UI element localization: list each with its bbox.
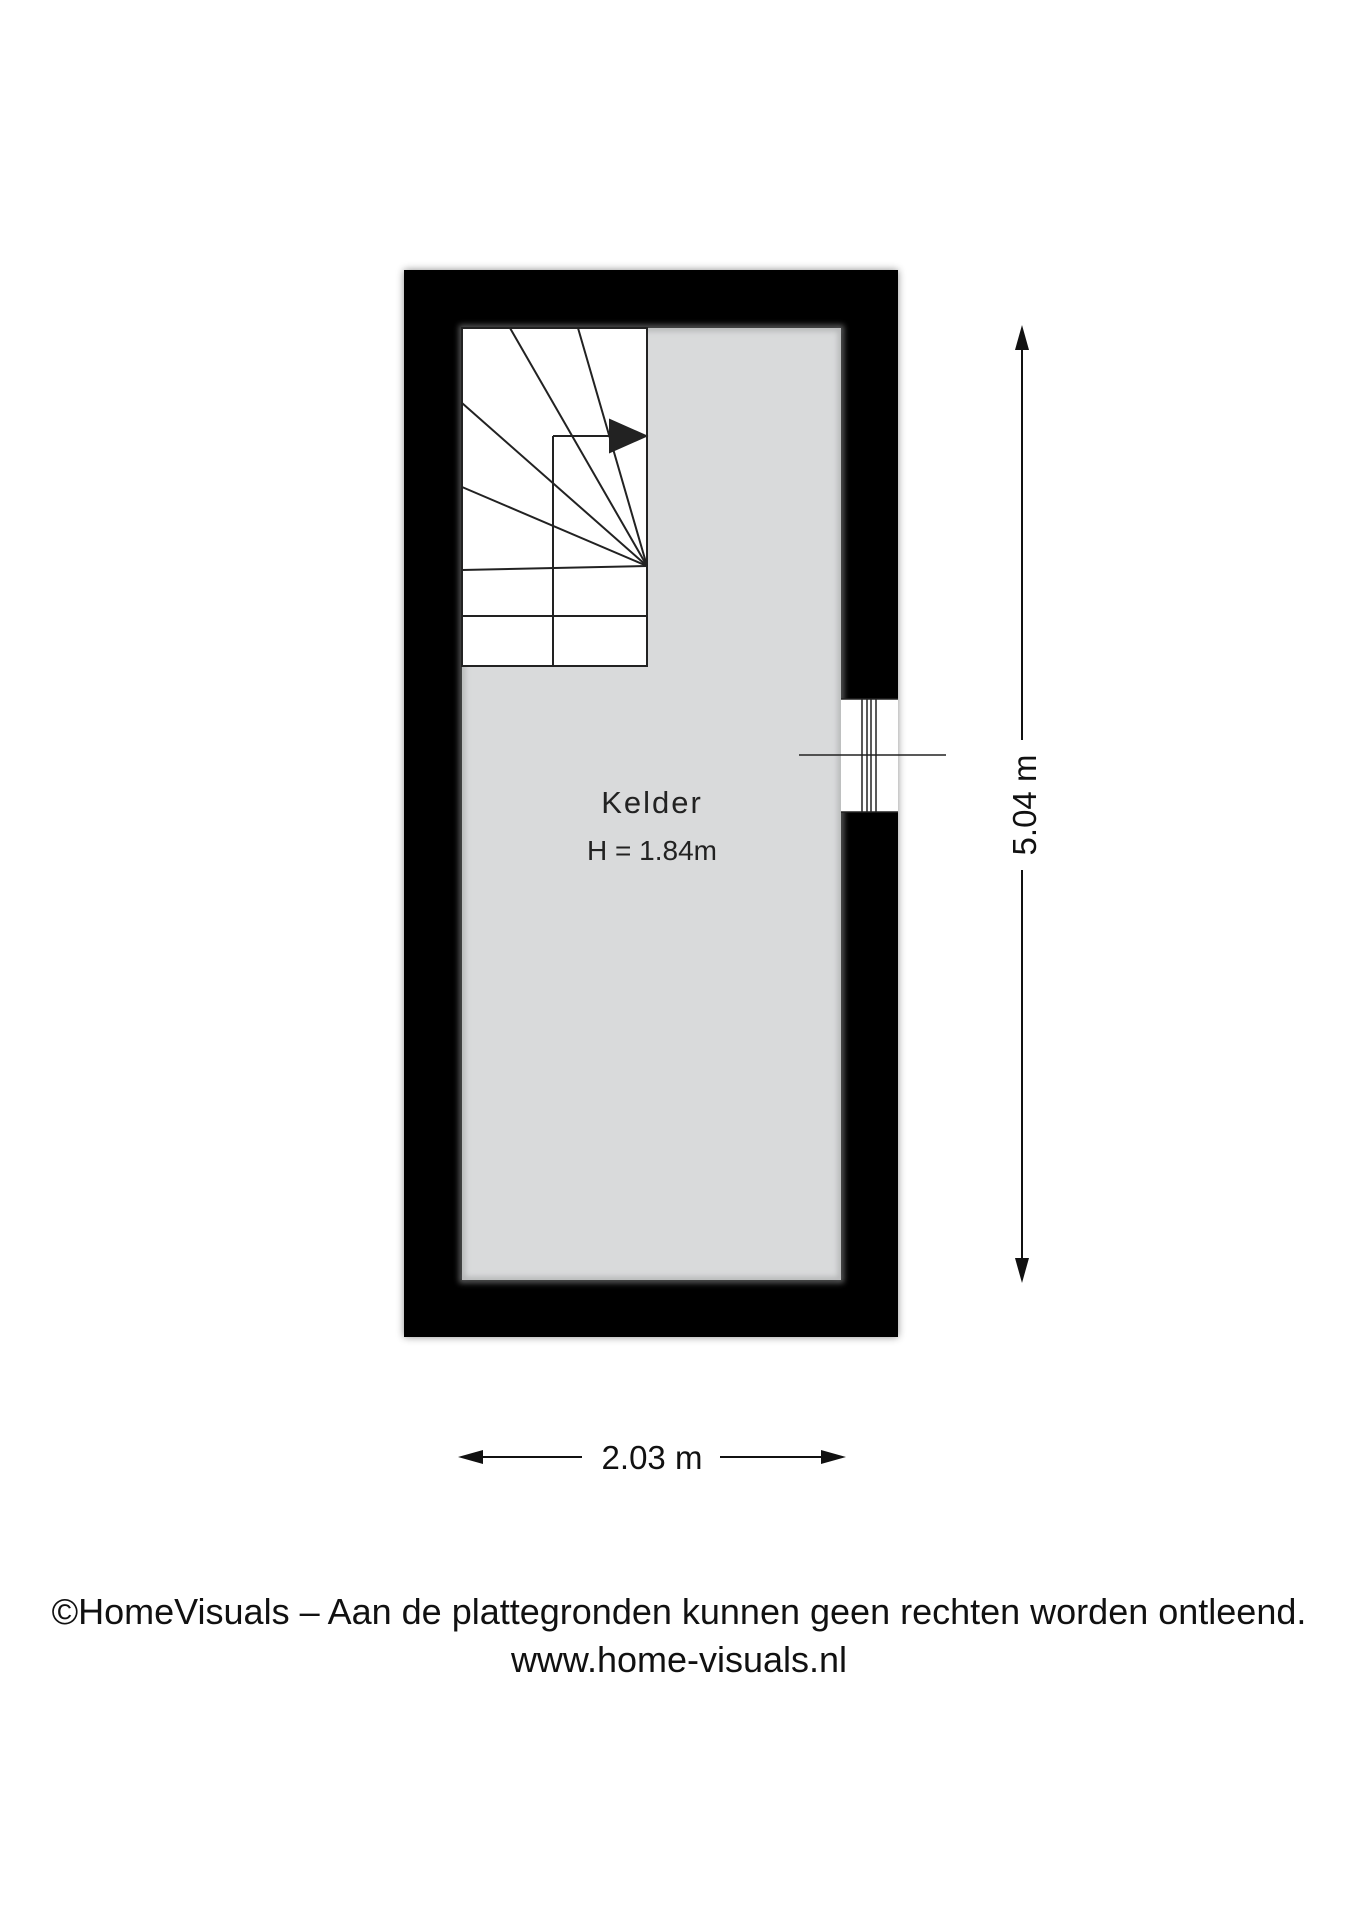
footer-disclaimer: ©HomeVisuals – Aan de plattegronden kunn… — [51, 1591, 1307, 1632]
stair-direction-arrow — [609, 418, 649, 454]
staircase — [461, 327, 649, 667]
arrow-right-icon — [821, 1450, 846, 1464]
length-dimension: 5.04 m — [1006, 325, 1043, 1283]
arrow-down-icon — [1015, 1258, 1029, 1283]
room-height: H = 1.84m — [587, 835, 717, 866]
arrow-left-icon — [458, 1450, 483, 1464]
width-label: 2.03 m — [602, 1439, 703, 1476]
room-name: Kelder — [601, 785, 703, 820]
width-dimension: 2.03 m — [458, 1439, 846, 1476]
window — [799, 698, 946, 813]
footer-website: www.home-visuals.nl — [510, 1639, 848, 1680]
length-label: 5.04 m — [1006, 755, 1043, 856]
arrow-up-icon — [1015, 325, 1029, 350]
